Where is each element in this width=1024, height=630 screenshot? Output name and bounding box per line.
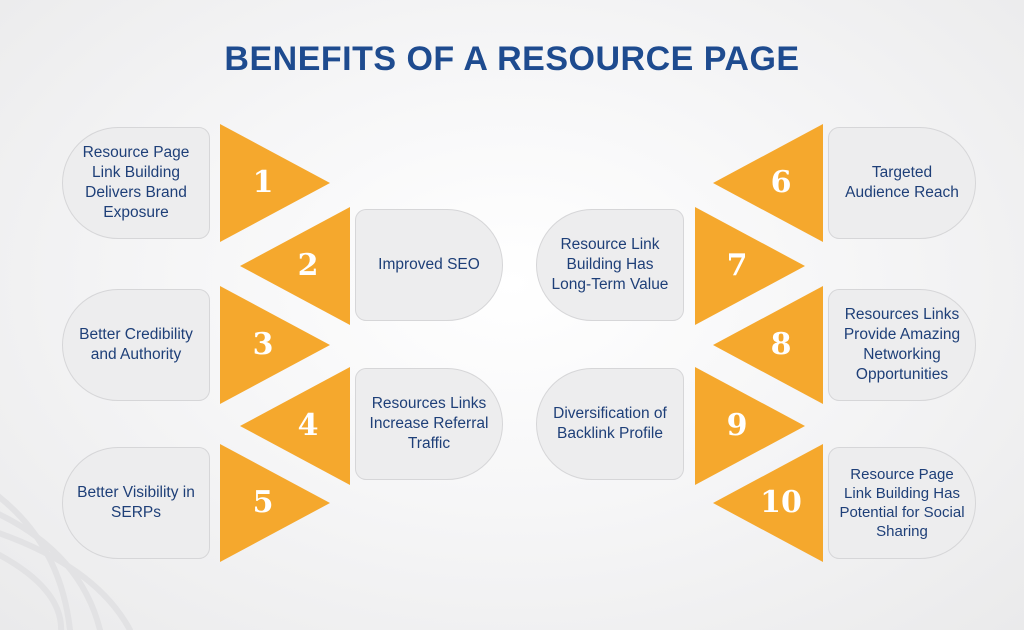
benefit-1-box: Resource Page Link Building Delivers Bra… — [62, 127, 210, 239]
benefit-3-number: 3 — [252, 327, 274, 362]
benefit-9-box: Diversification of Backlink Profile — [536, 368, 684, 480]
benefit-8-box: Resources Links Provide Amazing Networki… — [828, 289, 976, 401]
benefit-1-text: Resource Page Link Building Delivers Bra… — [82, 144, 190, 221]
benefit-4-box: Resources Links Increase Referral Traffi… — [355, 368, 503, 480]
benefit-7-text: Resource Link Building Has Long-Term Val… — [551, 236, 669, 293]
decorative-swirl — [0, 493, 133, 630]
benefit-1-number: 1 — [252, 165, 274, 200]
benefit-6-number: 6 — [770, 165, 792, 200]
page-title: BENEFITS OF A RESOURCE PAGE — [224, 40, 800, 78]
benefit-9-text: Diversification of Backlink Profile — [553, 405, 667, 442]
benefit-2-box: Improved SEO — [355, 209, 503, 321]
benefit-10-text: Resource Page Link Building Has Potentia… — [839, 466, 965, 540]
benefit-4-text: Resources Links Increase Referral Traffi… — [369, 395, 489, 452]
benefit-10-box: Resource Page Link Building Has Potentia… — [828, 447, 976, 559]
benefit-5-text: Better Visibility in SERPs — [77, 484, 195, 521]
benefit-8-number: 8 — [770, 327, 792, 362]
benefit-9-number: 9 — [726, 408, 748, 443]
benefit-2-number: 2 — [297, 248, 319, 283]
benefit-7-number: 7 — [726, 248, 748, 283]
benefit-10-number: 10 — [760, 485, 802, 520]
benefit-5-number: 5 — [252, 485, 274, 520]
benefit-7-box: Resource Link Building Has Long-Term Val… — [536, 209, 684, 321]
benefit-3-box: Better Credibility and Authority — [62, 289, 210, 401]
benefit-4-number: 4 — [297, 408, 319, 443]
benefit-6-text: Targeted Audience Reach — [845, 164, 959, 201]
benefit-6-box: Targeted Audience Reach — [828, 127, 976, 239]
benefit-5-box: Better Visibility in SERPs — [62, 447, 210, 559]
benefit-8-text: Resources Links Provide Amazing Networki… — [843, 306, 961, 383]
benefit-3-text: Better Credibility and Authority — [79, 326, 193, 363]
benefit-2-text: Improved SEO — [378, 256, 480, 273]
